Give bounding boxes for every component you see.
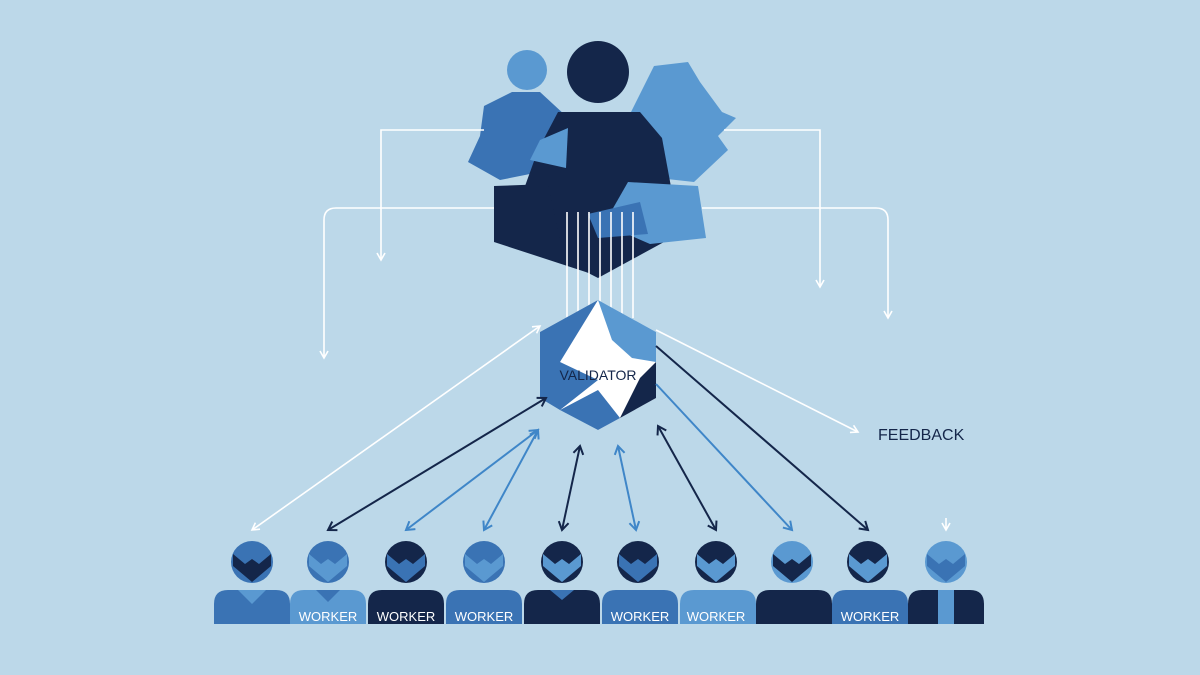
validator-label: VALIDATOR xyxy=(559,367,636,383)
worker-link-arrows xyxy=(250,325,951,532)
worker-link-4 xyxy=(482,428,540,532)
worker-link-5 xyxy=(557,444,585,532)
feedback-arrow-white xyxy=(655,329,860,434)
worker-head-chevron xyxy=(697,554,735,582)
worker-7: WORKER xyxy=(680,541,756,624)
worker-head-chevron xyxy=(927,554,965,582)
main-person-head-icon xyxy=(567,41,629,103)
worker-link-3 xyxy=(404,428,540,532)
worker-link-2 xyxy=(326,396,548,532)
worker-6: WORKER xyxy=(602,541,678,624)
worker-1 xyxy=(214,541,290,624)
worker-head-chevron xyxy=(309,554,347,582)
worker-4: WORKER xyxy=(446,541,522,624)
worker-link-7 xyxy=(656,424,718,532)
worker-link-6 xyxy=(613,444,641,532)
accent-triangle xyxy=(530,128,568,168)
dist-arrow-right-outer xyxy=(702,207,893,320)
worker-9: WORKER xyxy=(832,541,908,624)
feedback-arrows xyxy=(655,329,870,532)
worker-3: WORKER xyxy=(368,541,444,624)
worker-body-shape xyxy=(832,590,908,624)
worker-collar xyxy=(550,590,574,600)
manager-cluster xyxy=(468,41,736,278)
worker-collar xyxy=(238,590,266,604)
worker-head-chevron xyxy=(773,554,811,582)
worker-5 xyxy=(524,541,600,624)
feedback-arrow-navy xyxy=(655,345,870,532)
worker-tie xyxy=(938,590,954,624)
worker-body-shape xyxy=(680,590,756,624)
worker-10 xyxy=(908,541,984,624)
worker-body-shape xyxy=(368,590,444,624)
worker-label: WORKER xyxy=(455,609,514,624)
worker-body-shape xyxy=(446,590,522,624)
worker-2: WORKER xyxy=(290,541,366,624)
worker-label: WORKER xyxy=(299,609,358,624)
validator-node: VALIDATOR xyxy=(540,300,656,430)
cluster-connector-lines xyxy=(566,212,634,318)
dist-arrow-right-inner xyxy=(724,129,825,289)
small-person-head-icon xyxy=(507,50,547,90)
worker-head-chevron xyxy=(465,554,503,582)
worker-body-shape xyxy=(756,590,832,624)
worker-label: WORKER xyxy=(611,609,670,624)
worker-head-chevron xyxy=(233,554,271,582)
worker-head-chevron xyxy=(543,554,581,582)
validator-hex-right-shade xyxy=(620,362,656,418)
worker-body-shape xyxy=(602,590,678,624)
dist-arrow-left-outer xyxy=(319,207,494,360)
worker-body-shape xyxy=(290,590,366,624)
worker-collar xyxy=(316,590,340,602)
validator-hex-left-shade xyxy=(540,300,598,410)
worker-head-chevron xyxy=(849,554,887,582)
worker-head-chevron xyxy=(387,554,425,582)
worker-label: WORKER xyxy=(841,609,900,624)
feedback-arrow-blue xyxy=(655,383,794,532)
distribution-arrows xyxy=(319,129,893,360)
worker-body-shape xyxy=(214,590,290,624)
worker-label: WORKER xyxy=(377,609,436,624)
worker-label: WORKER xyxy=(687,609,746,624)
feedback-label: FEEDBACK xyxy=(878,427,965,444)
worker-8 xyxy=(756,541,832,624)
dist-arrow-left-inner xyxy=(376,129,484,262)
worker-body-shape xyxy=(524,590,600,624)
validator-hex-top-right-shade xyxy=(598,300,656,362)
worker-head-chevron xyxy=(619,554,657,582)
validator-hex-bottom-left-shade xyxy=(560,390,620,430)
lower-left-block xyxy=(494,184,598,276)
